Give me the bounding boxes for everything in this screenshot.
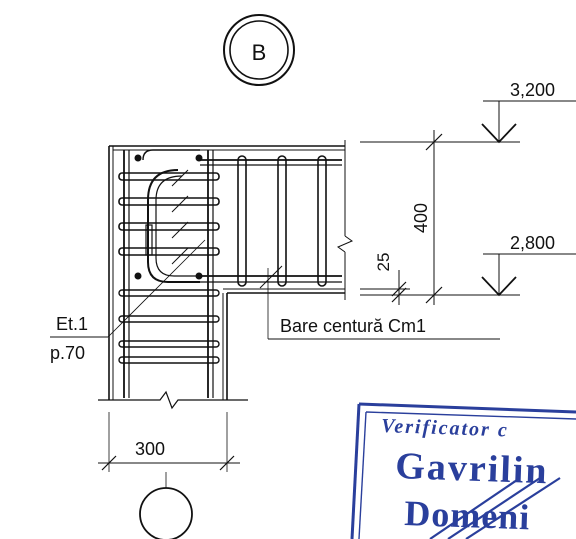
column-outline [98,146,248,410]
stamp-line3: Domeni [404,493,531,537]
dimension-height-label: 400 [411,203,431,233]
callout-stirrup-line2: p.70 [50,343,85,363]
dimension-height: 400 [411,130,443,305]
column-stirrups [118,172,220,364]
level-marker-bottom: 2,800 [360,233,576,297]
level-marker-top: 3,200 [360,80,576,144]
column-top-anchorage [109,145,345,283]
dimension-slab-label: 25 [374,253,393,272]
belt-beam-longitudinal-bars [200,159,342,283]
level-label-bottom: 2,800 [510,233,555,253]
dimension-slab: 25 [360,253,410,305]
grid-axis-bubble-bottom [139,472,193,539]
stamp-line2: Gavrilin [395,445,550,492]
callout-belt-bars: Bare centură Cm1 [259,265,500,340]
callout-stirrup-reference: Et.1 p.70 [50,239,206,363]
level-label-top: 3,200 [510,80,555,100]
grid-axis-bubble-top: B [223,14,295,86]
dimension-column-width-label: 300 [135,439,165,459]
callout-belt-bars-label: Bare centură Cm1 [280,316,426,336]
belt-beam-outline [223,140,354,300]
verification-stamp: Verificator c Gavrilin Domeni [350,402,576,539]
grid-axis-label: B [252,40,267,65]
belt-beam-stirrups [237,155,327,287]
dimension-column-width: 300 [98,412,240,472]
callout-stirrup-line1: Et.1 [56,314,88,334]
stamp-line1: Verificator c [381,415,509,441]
